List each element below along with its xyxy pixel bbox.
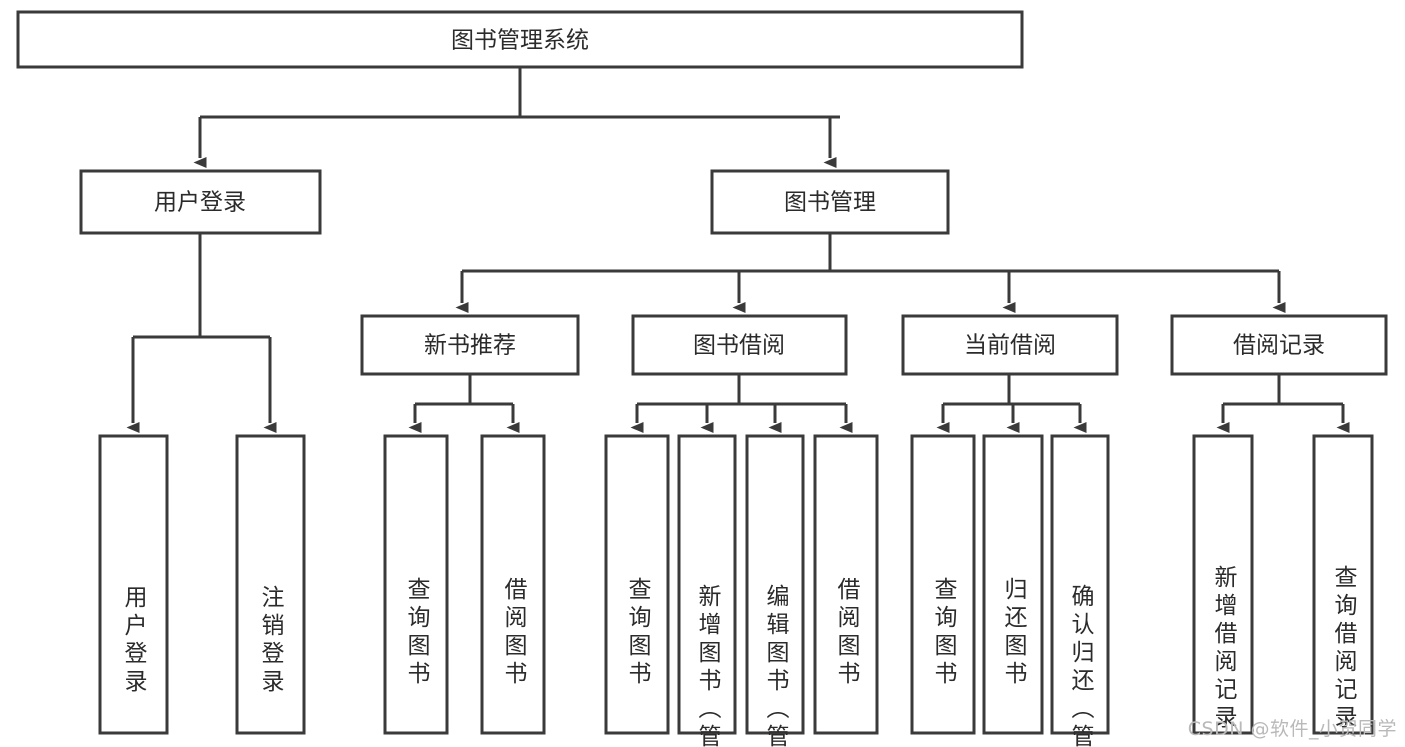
leaf-logout[interactable]: 注销登录 [235,434,306,735]
leaf-borrow-book-rec-label: 借阅图书 [500,577,528,689]
leaf-query-book-cur-label: 查询图书 [930,577,958,689]
connector-lines [126,67,1350,433]
leaf-return-book-box [982,434,1044,735]
node-user-login-label: 用户登录 [154,190,246,216]
leaf-return-book-label: 归还图书 [1000,577,1028,689]
node-borrow-record-label: 借阅记录 [1233,333,1325,359]
leaf-query-book-cur-box [910,434,976,735]
leaf-query-book-rec-label: 查询图书 [403,577,431,689]
leaf-borrow-book[interactable]: 借阅图书 [813,434,879,735]
node-new-book-recommend-box [360,314,580,376]
node-book-manage[interactable]: 图书管理 [710,169,950,235]
leaf-confirm-return-admin-box [1050,434,1110,735]
leaf-query-borrow-record-box [1312,434,1374,735]
leaf-return-book[interactable]: 归还图书 [982,434,1044,735]
node-current-borrow[interactable]: 当前借阅 [901,314,1119,376]
leaf-confirm-return-admin-label: 确认归还（管理员） [1067,584,1095,747]
leaf-borrow-book-rec[interactable]: 借阅图书 [480,434,546,735]
leaf-add-borrow-record-box [1192,434,1254,735]
node-new-book-recommend[interactable]: 新书推荐 [360,314,580,376]
leaf-borrow-book-label: 借阅图书 [833,577,861,689]
node-borrow-record-box [1170,314,1388,376]
node-root[interactable]: 图书管理系统 [16,10,1024,69]
leaf-edit-book-admin[interactable]: 编辑图书（管理员） [745,434,805,747]
leaf-user-login[interactable]: 用户登录 [98,434,169,735]
node-book-borrow-label: 图书借阅 [693,333,785,359]
leaf-user-login-box [98,434,169,735]
leaf-query-book-cur[interactable]: 查询图书 [910,434,976,735]
node-user-login[interactable]: 用户登录 [79,169,322,235]
leaf-add-book-admin-label: 新增图书（管理员） [694,584,722,747]
node-root-box [16,10,1024,69]
leaf-query-book-rec-box [383,434,449,735]
node-current-borrow-label: 当前借阅 [964,333,1056,359]
leaf-edit-book-admin-box [745,434,805,735]
leaf-add-book-admin[interactable]: 新增图书（管理员） [677,434,737,747]
leaf-borrow-book-box [813,434,879,735]
leaf-logout-box [235,434,306,735]
leaf-user-login-label: 用户登录 [120,585,148,697]
csdn-watermark: CSDN @软件_小贺同学 [1187,718,1397,740]
node-book-manage-box [710,169,950,235]
node-book-borrow-box [631,314,848,376]
leaf-add-book-admin-box [677,434,737,735]
leaf-confirm-return-admin[interactable]: 确认归还（管理员） [1050,434,1110,747]
leaf-logout-label: 注销登录 [257,585,285,697]
leaf-query-book-borrow-label: 查询图书 [624,577,652,689]
leaf-add-borrow-record[interactable]: 新增借阅记录 [1192,434,1254,735]
leaf-query-book-rec[interactable]: 查询图书 [383,434,449,735]
leaf-query-borrow-record-label: 查询借阅记录 [1330,565,1358,733]
leaf-query-book-borrow-box [604,434,670,735]
leaf-query-borrow-record[interactable]: 查询借阅记录 [1312,434,1374,735]
node-current-borrow-box [901,314,1119,376]
node-user-login-box [79,169,322,235]
leaf-borrow-book-rec-box [480,434,546,735]
leaf-query-book-borrow[interactable]: 查询图书 [604,434,670,735]
node-borrow-record[interactable]: 借阅记录 [1170,314,1388,376]
node-new-book-recommend-label: 新书推荐 [424,333,516,359]
leaf-edit-book-admin-label: 编辑图书（管理员） [762,584,790,747]
leaf-add-borrow-record-label: 新增借阅记录 [1210,565,1238,733]
node-book-manage-label: 图书管理 [784,190,876,216]
node-book-borrow[interactable]: 图书借阅 [631,314,848,376]
node-root-label: 图书管理系统 [451,28,589,54]
